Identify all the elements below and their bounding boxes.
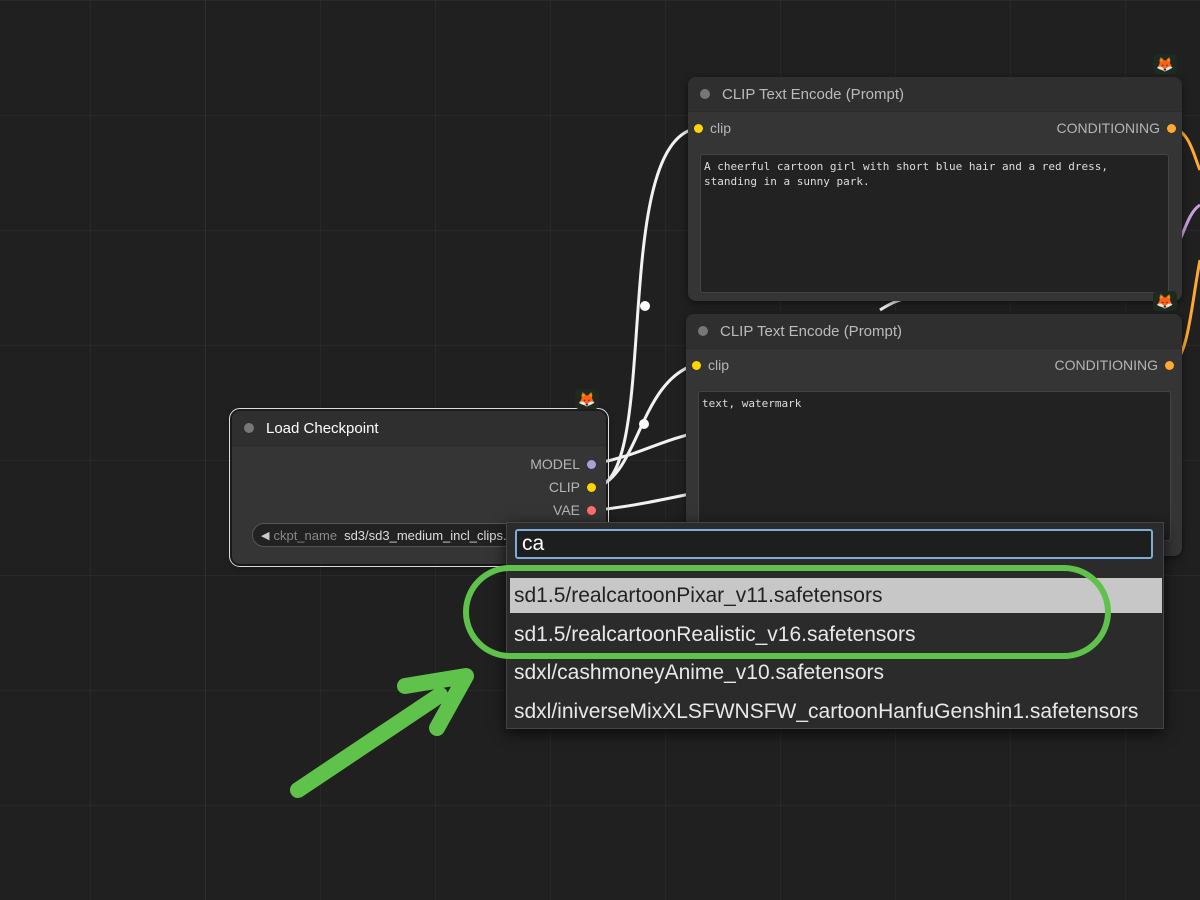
canvas-divider-line [205, 0, 206, 900]
dropdown-option[interactable]: sdxl/iniverseMixXLSFWNSFW_cartoonHanfuGe… [514, 700, 1139, 723]
clip-text-encode-negative-node[interactable]: CLIP Text Encode (Prompt) clip CONDITION… [686, 314, 1182, 556]
dropdown-option[interactable]: sd1.5/realcartoonRealistic_v16.safetenso… [514, 623, 916, 646]
node-title-bar[interactable]: CLIP Text Encode (Prompt) [688, 77, 1182, 112]
input-dot-clip[interactable] [694, 123, 703, 133]
dropdown-option[interactable]: sdxl/cashmoneyAnime_v10.safetensors [514, 661, 885, 684]
node-title: Load Checkpoint [266, 419, 379, 437]
collapse-dot-icon[interactable] [700, 89, 710, 99]
output-dot-vae[interactable] [587, 505, 596, 515]
collapse-dot-icon[interactable] [698, 326, 708, 336]
output-dot-conditioning[interactable] [1165, 360, 1174, 370]
fox-icon: 🦊 [1153, 291, 1177, 311]
fox-icon: 🦊 [575, 389, 599, 409]
collapse-dot-icon[interactable] [244, 423, 254, 433]
output-label-model: MODEL [530, 456, 580, 472]
input-slot-clip[interactable]: clip [694, 120, 731, 136]
input-dot-clip[interactable] [692, 360, 701, 370]
combo-left-arrow-icon[interactable]: ◀ [261, 529, 270, 542]
output-label-conditioning: CONDITIONING [1056, 120, 1160, 136]
prompt-textarea[interactable]: A cheerful cartoon girl with short blue … [700, 154, 1169, 293]
output-dot-conditioning[interactable] [1167, 123, 1176, 133]
output-label-clip: CLIP [548, 479, 580, 495]
node-title-bar[interactable]: Load Checkpoint [232, 411, 606, 446]
checkpoint-search-dropdown[interactable]: sd1.5/realcartoonPixar_v11.safetensors s… [506, 522, 1164, 729]
output-slot-clip[interactable]: CLIP [549, 479, 596, 495]
node-title-bar[interactable]: CLIP Text Encode (Prompt) [686, 314, 1182, 349]
node-title: CLIP Text Encode (Prompt) [722, 85, 905, 103]
prompt-textarea[interactable]: text, watermark [698, 391, 1171, 541]
dropdown-option[interactable]: sd1.5/realcartoonPixar_v11.safetensors [510, 578, 1162, 613]
output-dot-model[interactable] [587, 459, 596, 469]
node-title: CLIP Text Encode (Prompt) [720, 322, 903, 340]
output-dot-clip[interactable] [587, 482, 596, 492]
fox-icon: 🦊 [1153, 54, 1177, 74]
output-label-conditioning: CONDITIONING [1054, 357, 1158, 373]
output-slot-model[interactable]: MODEL [530, 456, 596, 472]
input-label-clip: clip [708, 357, 730, 373]
input-slot-clip[interactable]: clip [692, 357, 729, 373]
clip-text-encode-positive-node[interactable]: CLIP Text Encode (Prompt) clip CONDITION… [688, 77, 1182, 301]
input-label-clip: clip [710, 120, 732, 136]
combo-label: ckpt_name [273, 527, 338, 543]
output-slot-conditioning[interactable]: CONDITIONING [1055, 357, 1174, 373]
output-slot-conditioning[interactable]: CONDITIONING [1057, 120, 1176, 136]
output-label-vae: VAE [553, 502, 580, 518]
output-slot-vae[interactable]: VAE [553, 502, 596, 518]
dropdown-search-input[interactable] [515, 529, 1153, 559]
